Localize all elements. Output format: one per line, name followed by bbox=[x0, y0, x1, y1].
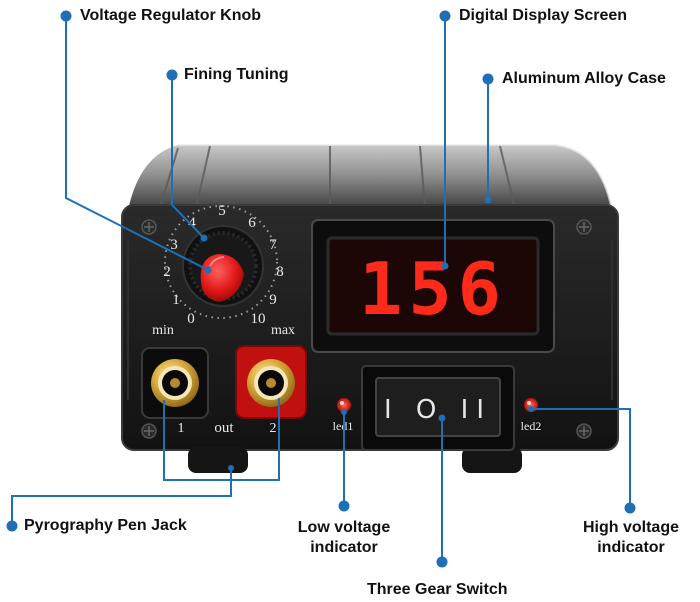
dial-number: 10 bbox=[251, 311, 266, 327]
digital-display-callout: Digital Display Screen bbox=[459, 7, 628, 24]
callout-lines bbox=[11, 17, 631, 561]
jack-1-label: 1 bbox=[178, 421, 185, 436]
dial-number: 6 bbox=[248, 215, 256, 231]
led2-label: led2 bbox=[521, 419, 542, 433]
dial-scale: 0 1 2 3 4 5 6 7 8 9 10 bbox=[163, 203, 284, 327]
dial-number: 3 bbox=[170, 237, 178, 253]
dial-number: 0 bbox=[187, 311, 195, 327]
low-voltage-line-1: Low voltage bbox=[297, 519, 391, 536]
dial-number: 7 bbox=[269, 237, 277, 253]
jack-2[interactable] bbox=[235, 345, 307, 419]
aluminum-case-callout: Aluminum Alloy Case bbox=[502, 70, 666, 87]
dial-number: 4 bbox=[188, 215, 196, 231]
foot bbox=[188, 447, 248, 473]
dial-number: 5 bbox=[218, 203, 226, 219]
voltage-regulator-knob[interactable] bbox=[182, 225, 264, 307]
dial-number: 1 bbox=[172, 292, 180, 308]
out-label: out bbox=[214, 420, 234, 436]
dial-number: 2 bbox=[163, 264, 171, 280]
jack-2-label: 2 bbox=[270, 421, 277, 436]
three-gear-switch[interactable]: I O II bbox=[361, 365, 515, 451]
display-value: 156 bbox=[359, 247, 507, 331]
screw-icon bbox=[576, 423, 592, 439]
dial-number: 9 bbox=[269, 292, 277, 308]
gear-switch-callout: Three Gear Switch bbox=[367, 581, 508, 598]
screw-icon bbox=[576, 219, 592, 235]
high-voltage-line-1: High voltage bbox=[582, 519, 679, 536]
screw-icon bbox=[141, 219, 157, 235]
min-label: min bbox=[152, 323, 174, 338]
screw-icon bbox=[141, 423, 157, 439]
pen-jack-callout: Pyrography Pen Jack bbox=[24, 517, 187, 534]
foot bbox=[462, 447, 522, 473]
jack-1[interactable] bbox=[141, 347, 209, 419]
callout-dots bbox=[6, 10, 636, 568]
low-voltage-callout: Low voltage indicator bbox=[282, 518, 406, 558]
dial-number: 8 bbox=[276, 264, 284, 280]
voltage-knob-callout: Voltage Regulator Knob bbox=[80, 7, 262, 24]
digital-display: 156 bbox=[311, 219, 555, 353]
case-top bbox=[128, 144, 613, 211]
high-voltage-line-2: indicator bbox=[597, 539, 665, 556]
high-voltage-callout: High voltage indicator bbox=[566, 518, 696, 558]
led1-indicator bbox=[337, 398, 351, 412]
switch-position-labels: I O II bbox=[384, 395, 492, 425]
low-voltage-line-2: indicator bbox=[310, 539, 378, 556]
dial-tick-ring bbox=[164, 205, 278, 319]
max-label: max bbox=[271, 323, 295, 338]
fining-tuning-callout: Fining Tuning bbox=[184, 66, 289, 83]
